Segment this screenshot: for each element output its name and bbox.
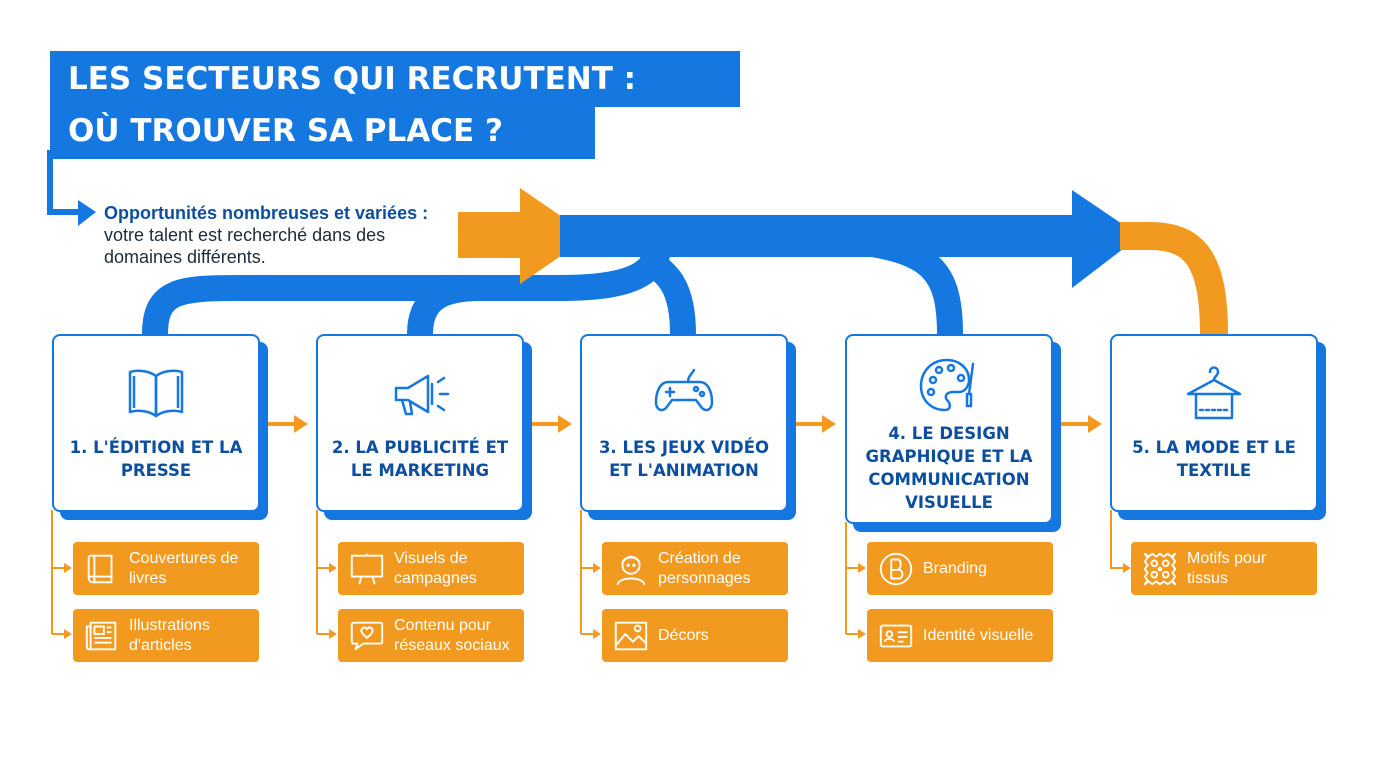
- subtitle: Opportunités nombreuses et variées : vot…: [104, 202, 464, 268]
- subtitle-bold: Opportunités nombreuses et variées :: [104, 203, 429, 223]
- page-title-line-2: OÙ TROUVER SA PLACE ?: [50, 103, 595, 159]
- book-icon: [87, 554, 113, 583]
- sub-item-decors: Décors: [602, 609, 788, 662]
- sub-item-personnages: Création de personnages: [602, 542, 788, 595]
- gamepad-icon: [654, 368, 714, 412]
- newspaper-icon: [85, 621, 117, 650]
- fabric-pattern-icon: [1143, 552, 1177, 585]
- subtitle-text: votre talent est recherché dans des doma…: [104, 225, 386, 267]
- palette-icon: [919, 358, 975, 412]
- orange-main-arrow: [458, 188, 590, 284]
- sector-card-design: 4. LE DESIGN GRAPHIQUE ET LA COMMUNICATI…: [845, 334, 1053, 524]
- sector-title: 4. LE DESIGN GRAPHIQUE ET LA COMMUNICATI…: [865, 424, 1033, 512]
- sub-item-motifs: Motifs pour tissus: [1131, 542, 1317, 595]
- sector-title: 3. LES JEUX VIDÉO ET L'ANIMATION: [598, 438, 770, 480]
- arrow-4-5: [1056, 415, 1102, 433]
- connector-card-2: [407, 275, 481, 335]
- between-card-arrows: [262, 415, 1102, 433]
- sub-item-label: Branding: [923, 559, 988, 577]
- title-corner-arrow: [47, 150, 96, 226]
- arrow-2-3: [526, 415, 572, 433]
- character-icon: [616, 555, 646, 585]
- sub-item-identite-visuelle: Identité visuelle: [867, 609, 1053, 662]
- sector-card-publicite: 2. LA PUBLICITÉ ET LE MARKETING: [316, 334, 524, 512]
- sub-item-couvertures: Couvertures de livres: [73, 542, 259, 595]
- sub-item-label: Identité visuelle: [923, 626, 1034, 644]
- arrow-1-2: [262, 415, 308, 433]
- sub-item-illustrations: Illustrations d'articles: [73, 609, 259, 662]
- sub-item-label: Illustrations d'articles: [129, 616, 210, 654]
- sub-item-arrowheads: [64, 563, 1131, 639]
- megaphone-icon: [394, 374, 450, 416]
- sub-item-label: Motifs pour tissus: [1187, 549, 1267, 587]
- sub-item-branding: Branding: [867, 542, 1053, 595]
- open-book-icon: [128, 369, 184, 418]
- sector-card-mode: 5. LA MODE ET LE TEXTILE: [1110, 334, 1318, 512]
- connector-card-5: [1120, 222, 1228, 335]
- sector-title: 1. L'ÉDITION ET LA PRESSE: [69, 438, 243, 480]
- sub-item-visuels-campagnes: Visuels de campagnes: [338, 542, 524, 595]
- sub-item-label: Création de personnages: [658, 549, 751, 587]
- sector-title: 5. LA MODE ET LE TEXTILE: [1132, 438, 1296, 480]
- chat-heart-icon: [350, 621, 384, 650]
- page-title-line-1: LES SECTEURS QUI RECRUTENT :: [50, 51, 740, 107]
- sector-card-jeux-video: 3. LES JEUX VIDÉO ET L'ANIMATION: [580, 334, 788, 512]
- hanger-icon: [1186, 366, 1242, 420]
- sub-item-label: Visuels de campagnes: [394, 549, 477, 587]
- id-card-icon: [879, 624, 913, 647]
- blue-main-arrow: [560, 190, 1140, 288]
- sub-item-label: Décors: [658, 626, 709, 644]
- landscape-icon: [614, 621, 648, 650]
- sub-item-label: Contenu pour réseaux sociaux: [394, 616, 510, 654]
- sector-card-edition: 1. L'ÉDITION ET LA PRESSE: [52, 334, 260, 512]
- billboard-icon: [350, 553, 384, 584]
- sector-title: 2. LA PUBLICITÉ ET LE MARKETING: [331, 438, 509, 480]
- sub-item-label: Couvertures de livres: [129, 549, 239, 587]
- connector-card-3: [634, 245, 696, 335]
- brand-b-icon: [879, 552, 913, 585]
- sub-item-connectors: [51, 510, 1125, 635]
- arrow-3-4: [790, 415, 836, 433]
- sub-item-reseaux-sociaux: Contenu pour réseaux sociaux: [338, 609, 524, 662]
